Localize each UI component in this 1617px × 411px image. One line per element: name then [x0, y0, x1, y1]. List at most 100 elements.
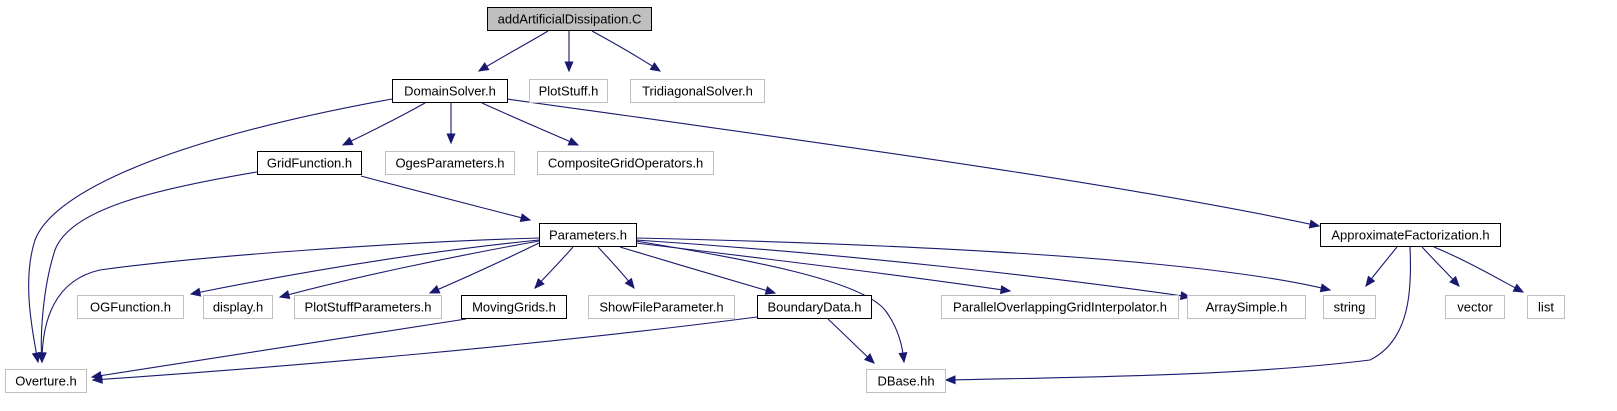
node-label-pogi: ParallelOverlappingGridInterpolator.h — [953, 300, 1167, 315]
edge-domainsolver-to-gridfunction — [342, 102, 426, 146]
edge-parameters-to-string — [635, 237, 1331, 291]
edge-arrowhead-domainsolver-to-ogesparams — [446, 133, 456, 145]
node-box-parameters — [539, 223, 637, 247]
node-root[interactable]: addArtificialDissipation.C — [487, 7, 652, 31]
node-parameters[interactable]: Parameters.h — [539, 223, 637, 247]
node-box-vector — [1445, 295, 1505, 319]
edge-arrowhead-domainsolver-to-cgo — [567, 137, 580, 146]
node-label-tridiagonal: TridiagonalSolver.h — [642, 84, 753, 99]
edge-gridfunction-to-parameters — [360, 175, 531, 221]
node-label-parameters: Parameters.h — [549, 228, 627, 243]
node-domainsolver[interactable]: DomainSolver.h — [392, 79, 508, 103]
node-movinggrids[interactable]: MovingGrids.h — [461, 295, 567, 319]
edge-domainsolver-to-approxfact — [506, 98, 1320, 227]
node-label-plotstuffparams: PlotStuffParameters.h — [305, 300, 432, 315]
node-box-string — [1323, 295, 1376, 319]
node-box-pogi — [941, 295, 1179, 319]
node-dbase: DBase.hh — [866, 369, 946, 393]
node-label-display: display.h — [213, 300, 263, 315]
node-vector: vector — [1445, 295, 1505, 319]
node-box-plotstuffparams — [294, 295, 442, 319]
node-label-boundarydata: BoundaryData.h — [768, 300, 862, 315]
edge-arrowhead-approxfact-to-dbase — [944, 375, 956, 385]
node-plotstuffparams: PlotStuffParameters.h — [294, 295, 442, 319]
node-box-display — [203, 295, 273, 319]
node-ogesparams: OgesParameters.h — [385, 151, 515, 175]
edge-arrowhead-approxfact-to-list — [1512, 283, 1525, 293]
edge-arrowhead-parameters-to-boundarydata — [764, 285, 777, 295]
node-box-approxfact — [1320, 223, 1501, 247]
edge-parameters-to-ogfunction — [190, 239, 540, 295]
node-display: display.h — [203, 295, 273, 319]
node-box-overture — [5, 369, 87, 393]
edge-domainsolver-to-overture — [28, 98, 393, 363]
node-box-gridfunction — [257, 151, 362, 175]
edge-arrowhead-parameters-to-overture — [37, 352, 47, 364]
node-label-dbase: DBase.hh — [877, 374, 934, 389]
edge-domainsolver-to-cgo — [481, 102, 579, 146]
edge-boundarydata-to-dbase — [827, 318, 875, 364]
node-label-vector: vector — [1457, 300, 1493, 315]
edge-arrowhead-parameters-to-string — [1319, 283, 1332, 293]
edge-parameters-to-overture — [41, 237, 540, 363]
node-string: string — [1323, 295, 1376, 319]
edge-parameters-to-plotstuffparams — [429, 242, 540, 294]
edge-arrowhead-domainsolver-to-approxfact — [1308, 219, 1321, 229]
edge-root-to-tridiagonal — [591, 30, 661, 72]
node-overture: Overture.h — [5, 369, 87, 393]
node-box-dbase — [866, 369, 946, 393]
edge-arrowhead-root-to-tridiagonal — [649, 62, 662, 72]
edge-parameters-to-pogi — [635, 242, 1011, 292]
node-boundarydata[interactable]: BoundaryData.h — [757, 295, 872, 319]
node-box-ogfunction — [77, 295, 184, 319]
node-label-approxfact: ApproximateFactorization.h — [1331, 228, 1489, 243]
node-label-cgo: CompositeGridOperators.h — [548, 156, 703, 171]
node-box-ogesparams — [385, 151, 515, 175]
node-box-arraysimple — [1187, 295, 1306, 319]
edge-arrowhead-parameters-to-showfile — [624, 277, 635, 290]
node-box-boundarydata — [757, 295, 872, 319]
node-pogi: ParallelOverlappingGridInterpolator.h — [941, 295, 1179, 319]
node-label-showfile: ShowFileParameter.h — [599, 300, 723, 315]
nodes-layer: addArtificialDissipation.C DomainSolver.h… — [5, 7, 1565, 393]
node-box-plotstuff — [529, 79, 608, 103]
edge-movinggrids-to-overture — [91, 318, 467, 378]
edge-parameters-to-dbase — [635, 240, 905, 363]
edge-arrowhead-parameters-to-dbase — [898, 352, 908, 364]
node-label-domainsolver: DomainSolver.h — [404, 84, 496, 99]
node-box-showfile — [588, 295, 735, 319]
edge-arrowhead-parameters-to-display — [278, 290, 291, 299]
node-box-tridiagonal — [630, 79, 765, 103]
node-label-ogesparams: OgesParameters.h — [395, 156, 504, 171]
node-label-arraysimple: ArraySimple.h — [1206, 300, 1288, 315]
node-ogfunction: OGFunction.h — [77, 295, 184, 319]
edge-parameters-to-display — [279, 240, 540, 298]
edge-gridfunction-to-overture — [40, 171, 258, 363]
node-label-root: addArtificialDissipation.C — [498, 12, 642, 27]
node-label-string: string — [1334, 300, 1366, 315]
node-label-ogfunction: OGFunction.h — [90, 300, 171, 315]
edge-arrowhead-domainsolver-to-gridfunction — [341, 136, 354, 146]
edge-parameters-to-arraysimple — [635, 239, 1191, 298]
node-tridiagonal: TridiagonalSolver.h — [630, 79, 765, 103]
edge-parameters-to-boundarydata — [619, 246, 776, 294]
node-gridfunction[interactable]: GridFunction.h — [257, 151, 362, 175]
node-label-movinggrids: MovingGrids.h — [472, 300, 556, 315]
edge-arrowhead-approxfact-to-vector — [1449, 275, 1460, 287]
edge-arrowhead-parameters-to-pogi — [999, 285, 1012, 295]
node-box-movinggrids — [461, 295, 567, 319]
node-label-list: list — [1538, 300, 1554, 315]
edge-root-to-domainsolver — [478, 30, 549, 72]
edge-arrowhead-parameters-to-plotstuffparams — [428, 285, 441, 294]
edge-approxfact-to-dbase — [945, 246, 1412, 381]
node-showfile: ShowFileParameter.h — [588, 295, 735, 319]
node-arraysimple: ArraySimple.h — [1187, 295, 1306, 319]
node-label-overture: Overture.h — [15, 374, 76, 389]
node-plotstuff: PlotStuff.h — [529, 79, 608, 103]
node-list: list — [1527, 295, 1565, 319]
node-cgo: CompositeGridOperators.h — [537, 151, 714, 175]
edge-arrowhead-approxfact-to-string — [1365, 275, 1376, 288]
node-box-list — [1527, 295, 1565, 319]
node-approxfact[interactable]: ApproximateFactorization.h — [1320, 223, 1501, 247]
